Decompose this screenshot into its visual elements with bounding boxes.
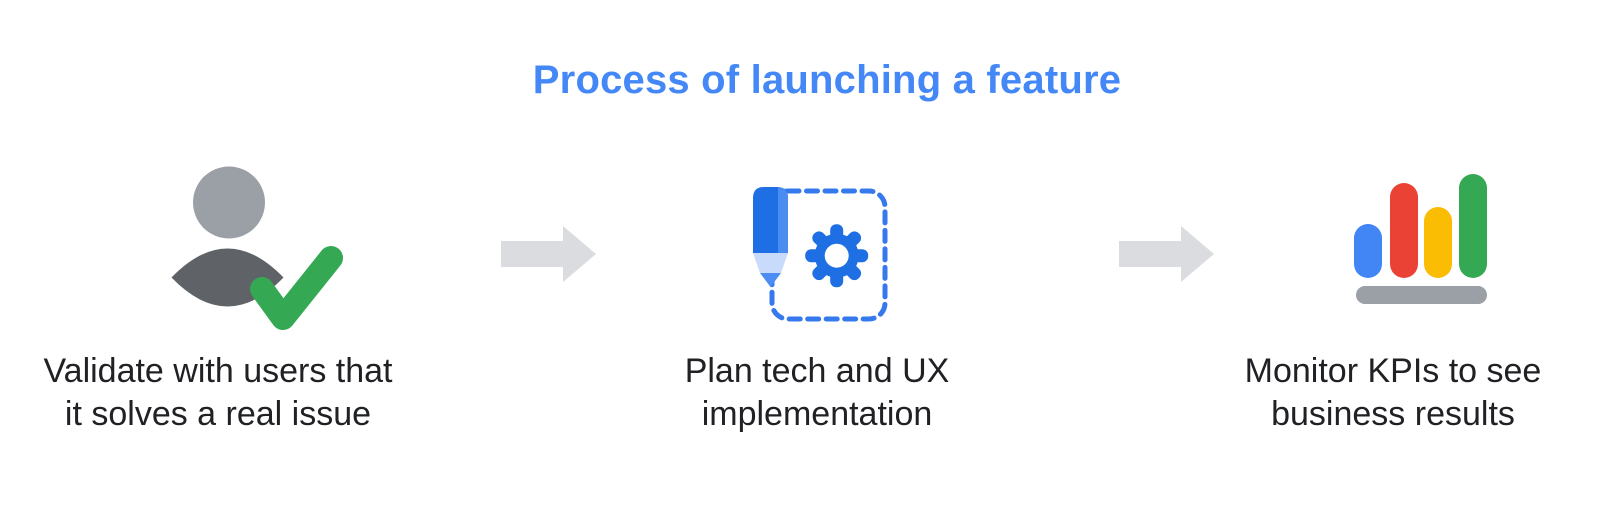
caption-line: implementation bbox=[701, 395, 933, 433]
arrow-shape bbox=[501, 226, 596, 282]
pencil-tip bbox=[760, 273, 781, 287]
bar-yellow bbox=[1424, 207, 1452, 278]
pencil-body-highlight bbox=[778, 187, 788, 253]
bar-green bbox=[1459, 174, 1487, 278]
person-head bbox=[193, 166, 265, 239]
caption-line: Monitor KPIs to see bbox=[1244, 352, 1542, 390]
arrow-shape bbox=[1119, 226, 1214, 282]
right-arrow-icon bbox=[501, 226, 596, 282]
bar-chart-icon bbox=[1354, 174, 1487, 304]
chart-baseline bbox=[1356, 286, 1487, 304]
caption-line: business results bbox=[1271, 395, 1515, 433]
pencil-gear-icon bbox=[753, 187, 888, 322]
diagram-title: Process of launching a feature bbox=[532, 58, 1122, 102]
bar-blue bbox=[1354, 224, 1382, 278]
gear bbox=[805, 224, 869, 288]
step-caption-validate: Validate with users that it solves a rea… bbox=[18, 350, 418, 436]
bar-red bbox=[1390, 183, 1418, 278]
pencil bbox=[753, 187, 788, 287]
caption-line: Validate with users that bbox=[43, 352, 393, 390]
gear-hole bbox=[824, 243, 849, 268]
step-caption-monitor: Monitor KPIs to see business results bbox=[1193, 350, 1593, 436]
right-arrow-icon bbox=[1119, 226, 1214, 282]
caption-line: Plan tech and UX bbox=[684, 352, 950, 390]
checkmark bbox=[250, 246, 343, 330]
step-caption-plan: Plan tech and UX implementation bbox=[637, 350, 997, 436]
caption-line: it solves a real issue bbox=[64, 395, 372, 433]
pencil-wood bbox=[753, 253, 788, 273]
user-check-icon bbox=[171, 166, 343, 330]
